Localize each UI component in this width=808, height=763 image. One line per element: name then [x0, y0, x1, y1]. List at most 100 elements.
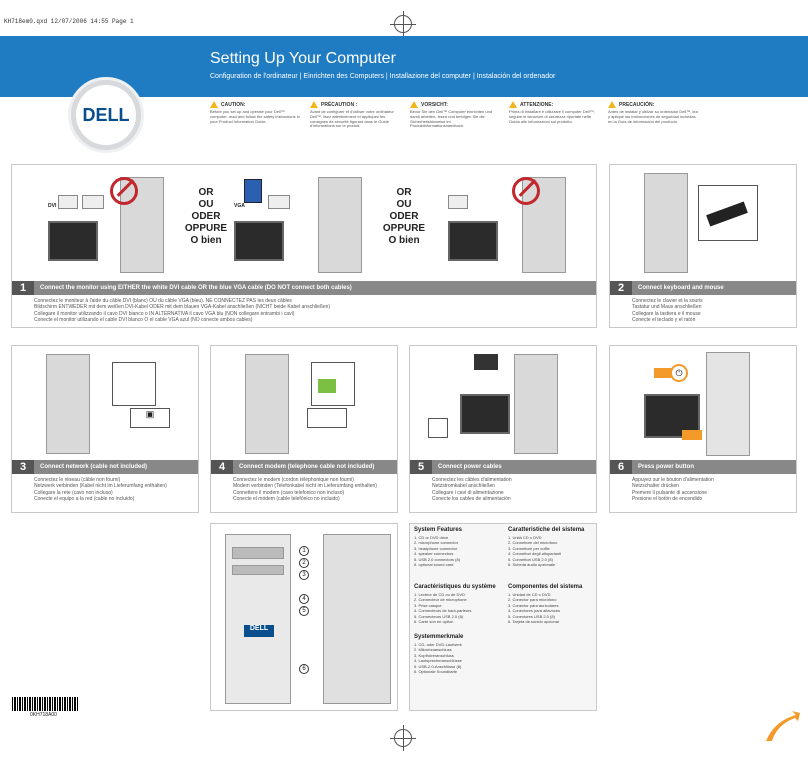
usb-plug-icon: [706, 201, 748, 227]
warning-icon: [608, 101, 616, 108]
vga-cable-icon: [244, 179, 262, 203]
prohibited-icon: [512, 177, 540, 205]
features-it: Caratteristiche del sistema 1. Unità CD …: [508, 527, 585, 567]
step-2-bar: 2 Connect keyboard and mouse: [610, 281, 796, 295]
computer-tower-icon: [514, 354, 558, 454]
network-port-callout: [112, 362, 156, 406]
computer-tower-icon: [706, 352, 750, 456]
callout-1: 1: [299, 546, 309, 556]
warning-fr: PRÉCAUTION : Avant de configurer et d'ut…: [310, 101, 394, 129]
step-number: 5: [410, 460, 432, 474]
network-icon: ▣: [130, 408, 170, 428]
optical-drive-icon: [232, 547, 284, 559]
barcode-label: 0KH718A00: [30, 712, 57, 718]
step-label: Connect keyboard and mouse: [638, 285, 724, 291]
drive-bay-icon: [232, 565, 284, 575]
dell-logo-small: DELL: [244, 625, 274, 637]
page-turn-arrow-icon: [766, 711, 800, 741]
page-subtitle: Configuration de l'ordinateur | Einricht…: [210, 73, 556, 80]
vga-illustration: VGA: [234, 173, 384, 273]
barcode: [12, 697, 78, 711]
features-fr: Caractéristiques du système 1. Lecteur d…: [414, 584, 496, 624]
warning-it: ATTENZIONE: Prima di installare e utiliz…: [509, 101, 595, 124]
computer-tower-icon: [644, 173, 688, 273]
step-number: 3: [12, 460, 34, 474]
computer-tower-icon: [318, 177, 362, 273]
warning-icon: [509, 101, 517, 108]
step-label: Connect the monitor using EITHER the whi…: [40, 285, 352, 291]
callout-6: 6: [299, 664, 309, 674]
step-number: 4: [211, 460, 233, 474]
dvi-cable-icon: [448, 195, 468, 209]
step-3-panel: ▣ 3 Connect network (cable not included)…: [11, 345, 199, 513]
step-label: Connect modem (telephone cable not inclu…: [239, 464, 375, 470]
step-3-bar: 3 Connect network (cable not included): [12, 460, 198, 474]
power-plug-icon: [474, 354, 498, 370]
callout-3: 3: [299, 570, 309, 580]
step-6-bar: 6 Press power button: [610, 460, 796, 474]
prohibited-icon: [110, 177, 138, 205]
phone-plug-icon: [318, 379, 336, 393]
dvi-port-icon: [268, 195, 290, 209]
step-number: 6: [610, 460, 632, 474]
step-5-bar: 5 Connect power cables: [410, 460, 596, 474]
step-label: Press power button: [638, 464, 695, 470]
computer-back-icon: [323, 534, 391, 704]
step-6-panel: ⏻ 6 Press power button Appuyez sur le bo…: [609, 345, 797, 513]
step-4-bar: 4 Connect modem (telephone cable not inc…: [211, 460, 397, 474]
callout-2: 2: [299, 558, 309, 568]
power-outlet-icon: [428, 418, 448, 438]
print-header: KH718em0.qxd 12/07/2006 14:55 Page 1: [4, 18, 134, 25]
monitor-icon: [448, 221, 498, 261]
usb-callout-box: [698, 185, 758, 241]
step-4-text: Connectez le modem (cordon téléphonique …: [233, 477, 377, 502]
registration-mark: [390, 725, 416, 751]
step-3-text: Connectez le réseau (câble non fourni)Ne…: [34, 477, 167, 502]
step-number: 2: [610, 281, 632, 295]
step-1-text: Connectez le moniteur à l'aide du câble …: [34, 298, 331, 323]
computer-tower-icon: [120, 177, 164, 273]
arrow-icon: [682, 430, 702, 440]
dvi-port-icon: [58, 195, 78, 209]
warning-de: VORSICHT: Bevor Sie den Dell™ Computer e…: [410, 101, 493, 129]
step-5-panel: 5 Connect power cables Connectez les câb…: [409, 345, 597, 513]
warning-en: CAUTION: Before you set up and operate y…: [210, 101, 300, 124]
step-2-panel: 2 Connect keyboard and mouse Connectez l…: [609, 164, 797, 328]
step-label: Connect power cables: [438, 464, 502, 470]
modem-port-callout: [311, 362, 355, 406]
features-es: Componentes del sistema 1. Unidad de CD …: [508, 584, 583, 624]
monitor-icon: [234, 221, 284, 261]
power-button-icon: ⏻: [670, 364, 688, 382]
monitor-icon: [460, 394, 510, 434]
callout-4: 4: [299, 594, 309, 604]
callout-5: 5: [299, 606, 309, 616]
dvi-illustration-2: [438, 173, 588, 273]
warning-icon: [210, 101, 218, 108]
computer-tower-icon: [46, 354, 90, 454]
arrow-icon: [654, 368, 672, 378]
step-1-bar: 1 Connect the monitor using EITHER the w…: [12, 281, 596, 295]
warning-icon: [410, 101, 418, 108]
step-label: Connect network (cable not included): [40, 464, 148, 470]
registration-mark: [390, 11, 416, 37]
page-title: Setting Up Your Computer: [210, 50, 396, 67]
monitor-icon: [48, 221, 98, 261]
dell-logo: DELL: [76, 85, 136, 145]
system-diagram-panel: DELL 1 2 3 4 5 6: [210, 523, 398, 711]
computer-tower-icon: [245, 354, 289, 454]
warning-es: PRECAUCIÓN: Antes de instalar y utilizar…: [608, 101, 698, 124]
modem-icon: [307, 408, 347, 428]
warning-icon: [310, 101, 318, 108]
step-4-panel: 4 Connect modem (telephone cable not inc…: [210, 345, 398, 513]
computer-front-icon: DELL: [225, 534, 291, 704]
vga-port-icon: [82, 195, 104, 209]
dvi-illustration: DVI: [48, 173, 198, 273]
